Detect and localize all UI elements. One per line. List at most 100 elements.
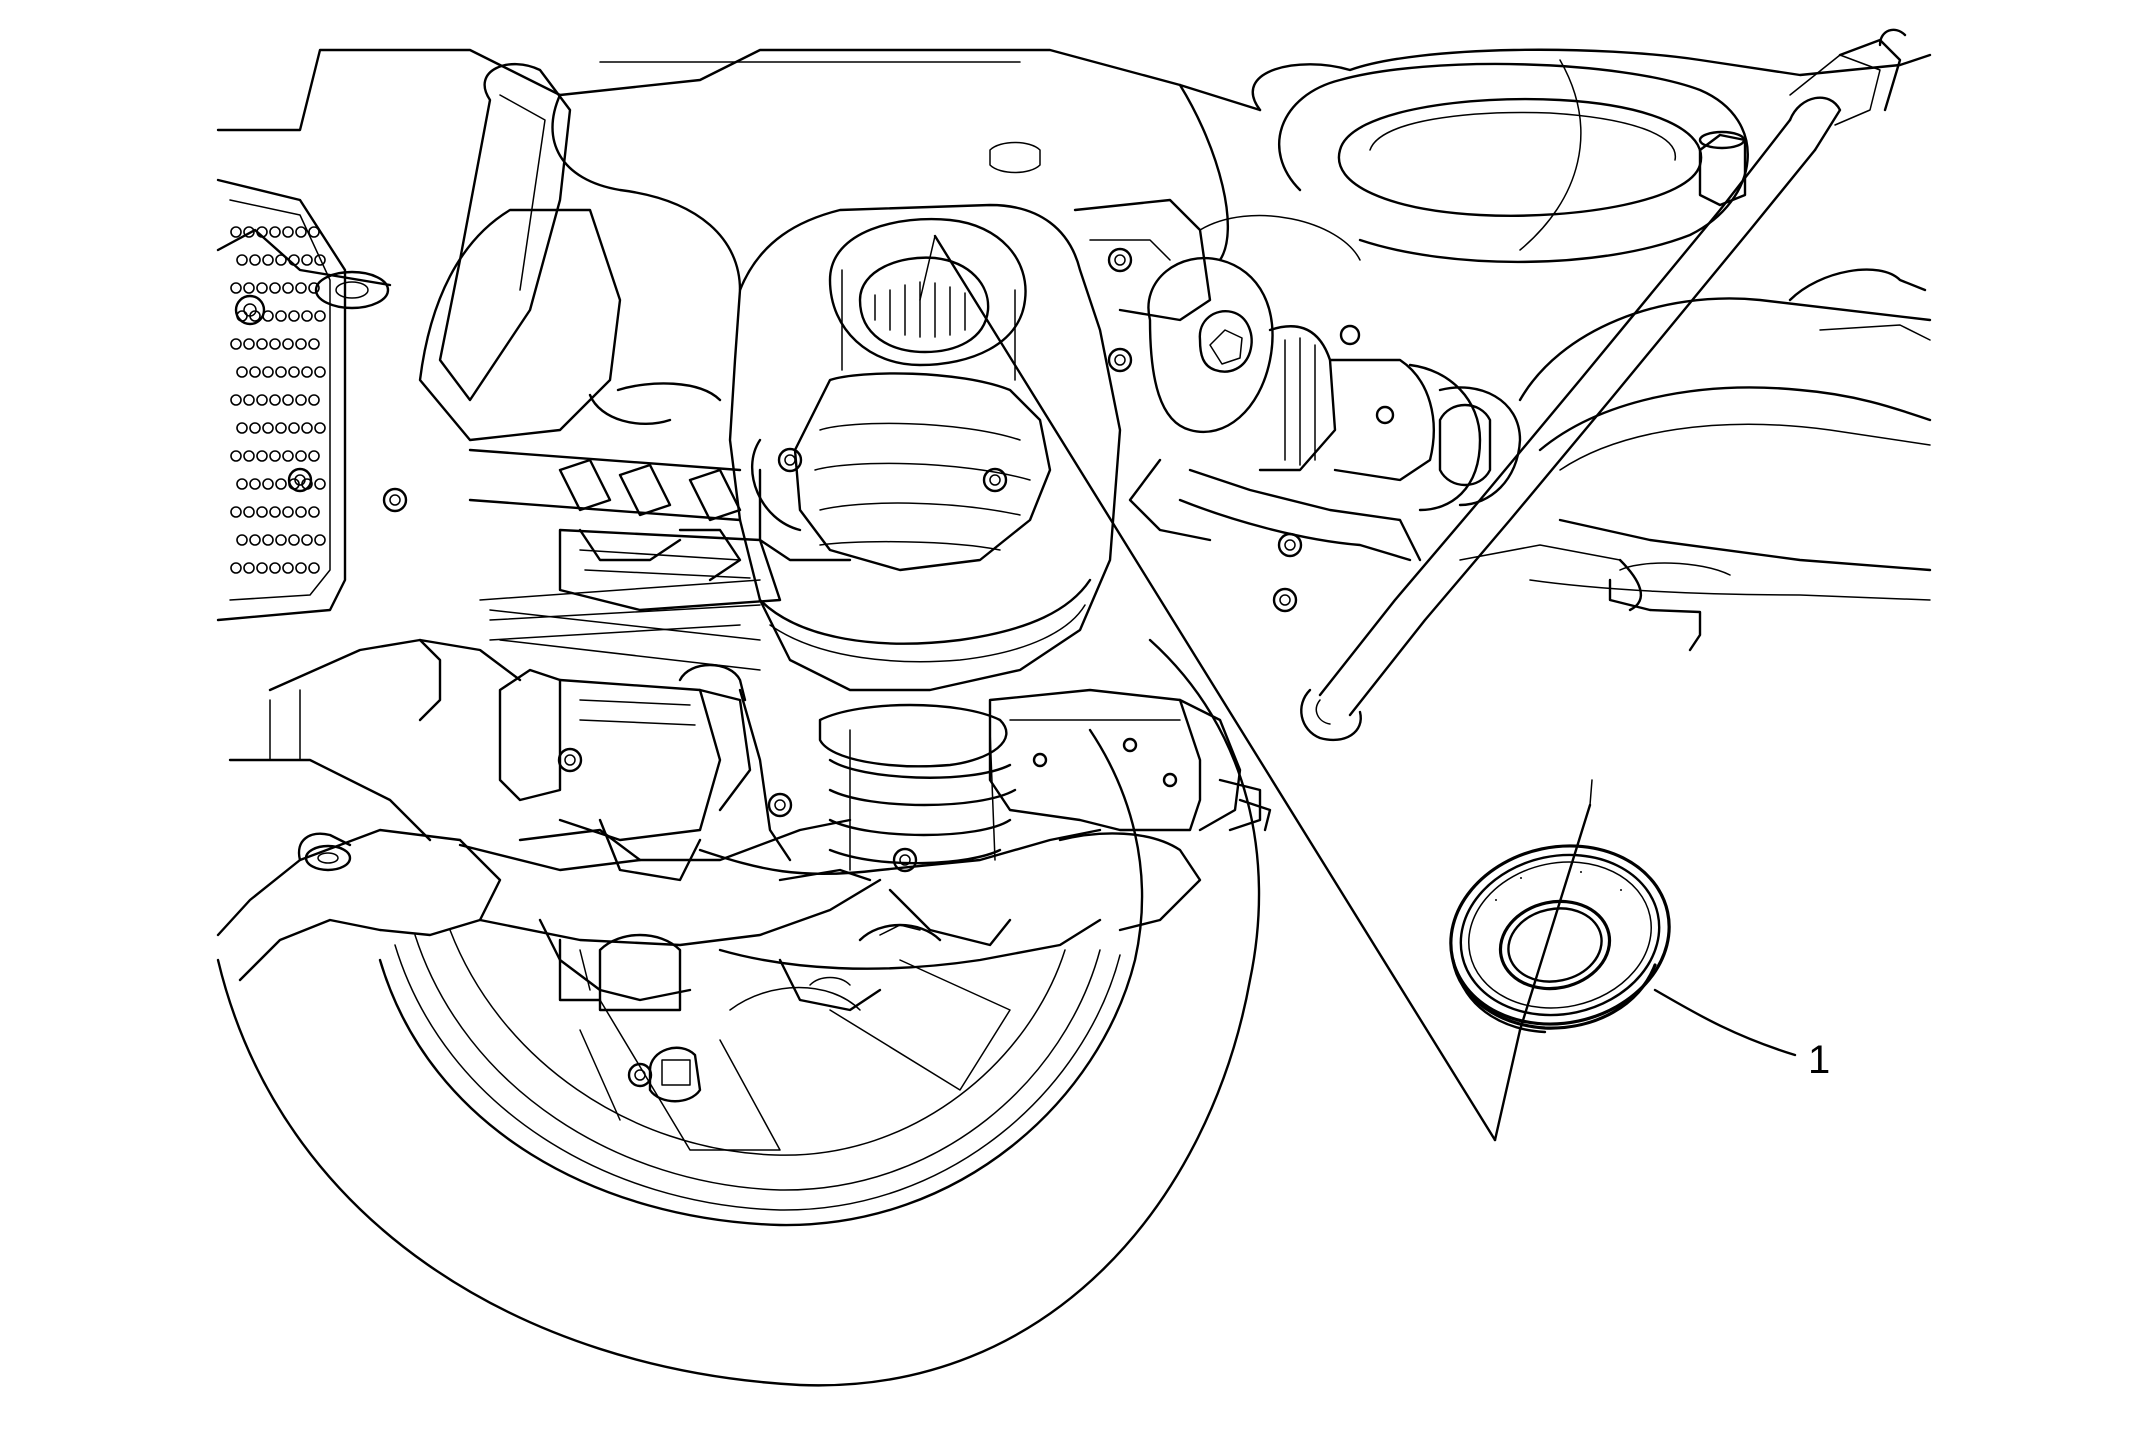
panel-perforation: [256, 506, 268, 518]
panel-perforation: [275, 366, 287, 378]
differential-housing: [728, 198, 1212, 692]
panel-perforation: [230, 562, 242, 574]
panel-perforation: [282, 394, 294, 406]
panel-perforation: [262, 478, 274, 490]
panel-perforation: [230, 506, 242, 518]
panel-perforation: [269, 226, 281, 238]
bolt-center: [989, 474, 1001, 486]
panel-perforation: [301, 534, 313, 546]
panel-perforation: [275, 310, 287, 322]
panel-perforation: [236, 366, 248, 378]
panel-perforation: [269, 506, 281, 518]
panel-perforation: [256, 226, 268, 238]
callout-label-1: 1: [1808, 1038, 1830, 1082]
bolt-center: [774, 799, 786, 811]
panel-perforation: [308, 394, 320, 406]
panel-perforation: [295, 282, 307, 294]
panel-perforation: [262, 254, 274, 266]
panel-perforation: [243, 226, 255, 238]
shock-bracket: [988, 688, 1272, 832]
bolt-head: [382, 487, 408, 513]
panel-perforation: [295, 338, 307, 350]
panel-perforation: [269, 394, 281, 406]
panel-perforation: [249, 366, 261, 378]
panel-perforation: [243, 282, 255, 294]
panel-perforation: [230, 226, 242, 238]
panel-perforation: [243, 394, 255, 406]
right-axle-flange: [1128, 256, 1522, 562]
panel-perforation: [269, 282, 281, 294]
panel-perforation: [275, 478, 287, 490]
cross-brace: [228, 448, 792, 882]
panel-perforation: [236, 478, 248, 490]
panel-perforation: [269, 338, 281, 350]
dot-grid: [230, 226, 326, 574]
panel-perforation: [314, 254, 326, 266]
panel-perforation: [288, 366, 300, 378]
panel-perforation: [256, 562, 268, 574]
bolt-center: [1114, 354, 1126, 366]
panel-perforation: [295, 394, 307, 406]
panel-perforation: [295, 562, 307, 574]
panel-perforation: [230, 450, 242, 462]
panel-perforation: [314, 366, 326, 378]
bolt-head: [1277, 532, 1303, 558]
panel-perforation: [314, 478, 326, 490]
bolt-head: [892, 847, 918, 873]
panel-perforation: [243, 450, 255, 462]
bolt-head: [1272, 587, 1298, 613]
panel-perforation: [243, 506, 255, 518]
panel-perforation: [230, 338, 242, 350]
bolt-head: [1107, 347, 1133, 373]
panel-perforation: [282, 562, 294, 574]
panel-perforation: [301, 254, 313, 266]
bolts: [287, 247, 1303, 1088]
bolt-center: [784, 454, 796, 466]
panel-perforation: [314, 534, 326, 546]
lower-control-arm: [216, 818, 1202, 1103]
bolt-center: [1284, 539, 1296, 551]
panel-perforation: [275, 534, 287, 546]
panel-perforation: [314, 422, 326, 434]
panel-perforation: [243, 338, 255, 350]
panel-perforation: [256, 394, 268, 406]
bolt-center: [899, 854, 911, 866]
panel-perforation: [282, 226, 294, 238]
panel-perforation: [230, 394, 242, 406]
bolt-head: [777, 447, 803, 473]
panel-perforation: [282, 338, 294, 350]
panel-perforation: [230, 282, 242, 294]
bolt-head: [1107, 247, 1133, 273]
panel-perforation: [288, 422, 300, 434]
panel-perforation: [308, 450, 320, 462]
panel-perforation: [236, 534, 248, 546]
panel-perforation: [301, 310, 313, 322]
bolt-center: [294, 474, 306, 486]
panel-perforation: [308, 506, 320, 518]
rear-crossmember: [1459, 268, 1932, 652]
panel-perforation: [275, 422, 287, 434]
panel-perforation: [308, 562, 320, 574]
panel-perforation: [249, 478, 261, 490]
panel-perforation: [288, 534, 300, 546]
bolt-head: [982, 467, 1008, 493]
panel-perforation: [282, 450, 294, 462]
panel-perforation: [288, 254, 300, 266]
panel-perforation: [282, 282, 294, 294]
coil-spring: [818, 703, 1017, 871]
panel-perforation: [269, 450, 281, 462]
panel-perforation: [301, 366, 313, 378]
panel-perforation: [236, 422, 248, 434]
bolt-center: [634, 1069, 646, 1081]
perforated-panel: [216, 178, 347, 622]
panel-perforation: [282, 506, 294, 518]
panel-perforation: [308, 338, 320, 350]
panel-perforation: [308, 282, 320, 294]
rear-tire: [216, 638, 1261, 1387]
panel-perforation: [249, 422, 261, 434]
panel-perforation: [262, 366, 274, 378]
panel-perforation: [256, 450, 268, 462]
callout-leader-1: [1653, 988, 1797, 1057]
panel-perforation: [249, 254, 261, 266]
bolt-center: [1279, 594, 1291, 606]
